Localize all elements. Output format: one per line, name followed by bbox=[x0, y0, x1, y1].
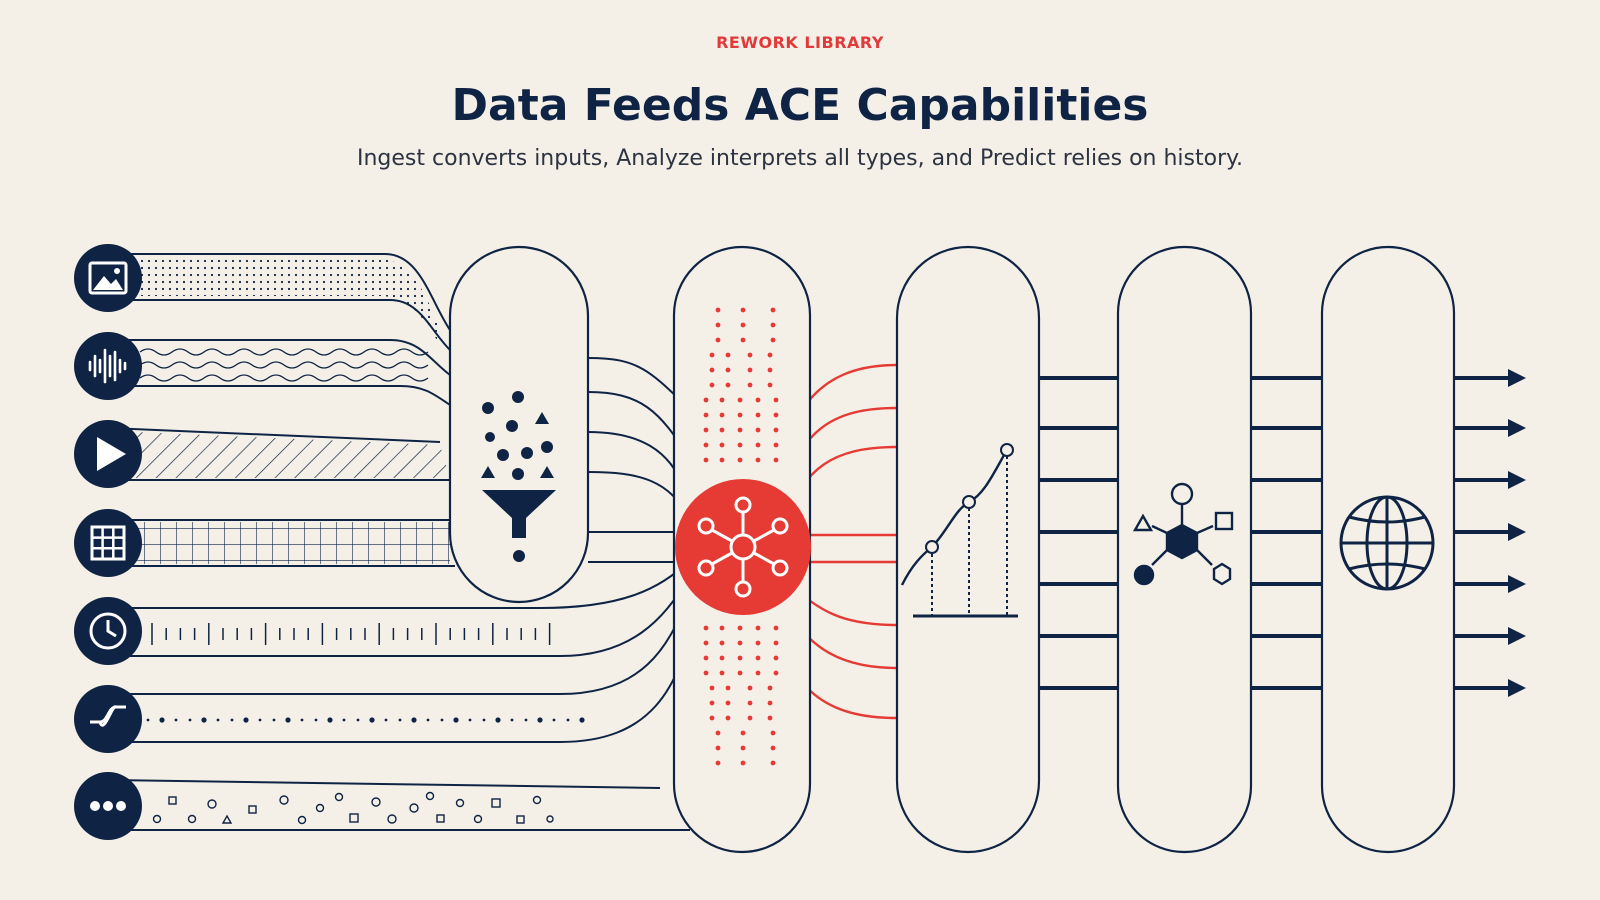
analyze-dot-field bbox=[703, 307, 779, 766]
ellipsis-icon bbox=[74, 772, 142, 840]
image-icon bbox=[74, 244, 142, 312]
time-ticks bbox=[151, 623, 551, 645]
line-chart-icon bbox=[900, 443, 1018, 618]
page-title: Data Feeds ACE Capabilities bbox=[451, 80, 1149, 131]
signal-dots bbox=[146, 717, 585, 723]
waveform-icon bbox=[74, 332, 142, 400]
clock-icon bbox=[74, 597, 142, 665]
misc-shapes bbox=[152, 791, 554, 825]
grid-icon bbox=[74, 509, 142, 577]
eyebrow-label: REWORK LIBRARY bbox=[716, 33, 884, 52]
globe-icon bbox=[1339, 495, 1435, 591]
page-subtitle: Ingest converts inputs, Analyze interpre… bbox=[357, 146, 1243, 171]
play-icon bbox=[74, 420, 142, 488]
output-arrows bbox=[1454, 369, 1526, 697]
input-streams bbox=[107, 253, 696, 831]
network-hub-icon bbox=[675, 479, 811, 615]
molecule-icon bbox=[1132, 482, 1234, 586]
ingest-capsule bbox=[448, 245, 590, 604]
curve-icon bbox=[74, 685, 142, 753]
stage-capsules bbox=[448, 245, 1456, 854]
predict-capsule bbox=[895, 245, 1041, 854]
input-icons bbox=[74, 244, 142, 840]
stage-connectors bbox=[1039, 376, 1322, 690]
funnel-icon bbox=[481, 391, 556, 562]
